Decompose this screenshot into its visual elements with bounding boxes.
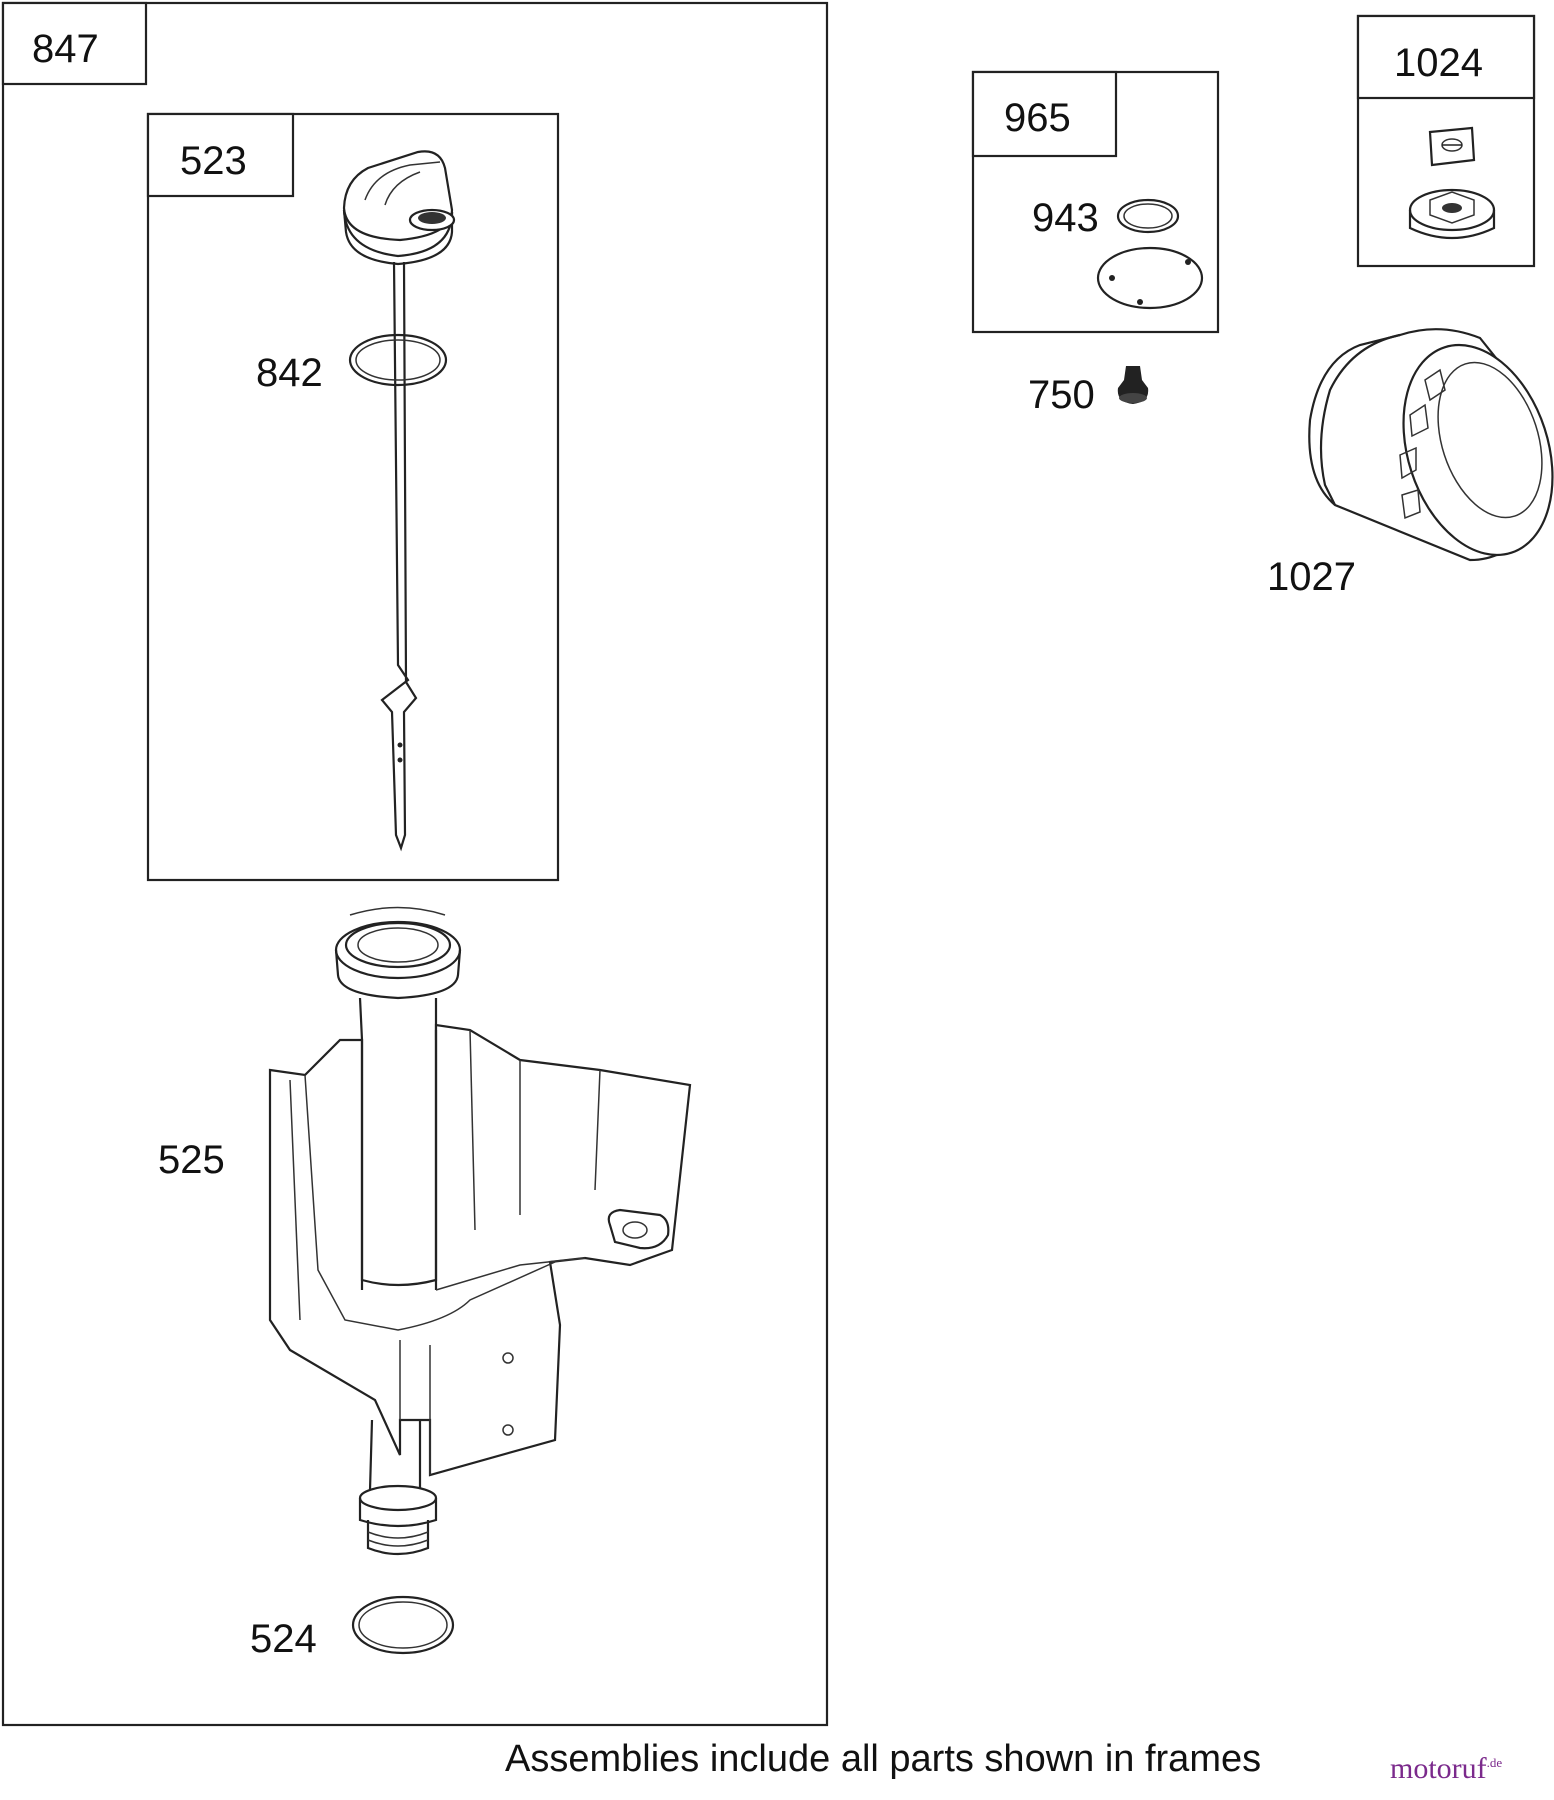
dipstick-rod-illustration <box>380 261 418 852</box>
watermark-logo: motoruf.de <box>1390 1752 1502 1786</box>
part-943-label: 943 <box>1032 196 1099 240</box>
dipstick-tube-illustration <box>268 906 692 1556</box>
o-ring-524-illustration <box>351 1595 455 1655</box>
footer-note: Assemblies include all parts shown in fr… <box>505 1738 1262 1780</box>
drain-plug-1024-illustration <box>1408 126 1496 240</box>
screw-750-illustration <box>1117 366 1149 404</box>
part-842-label: 842 <box>256 351 323 395</box>
part-524-label: 524 <box>250 1617 317 1661</box>
oil-filter-1027-illustration <box>1308 328 1554 562</box>
frame-523-label: 523 <box>180 139 247 183</box>
frame-965: 965 <box>971 70 1220 334</box>
part-1027-label: 1027 <box>1267 555 1356 599</box>
frame-1024-label: 1024 <box>1394 41 1483 85</box>
frame-1024: 1024 <box>1356 14 1536 268</box>
watermark-tld: .de <box>1486 1755 1503 1770</box>
frame-847-label: 847 <box>32 27 99 71</box>
frame-847: 847 <box>1 1 829 1727</box>
gasket-plate-illustration <box>1096 246 1204 310</box>
seal-943-illustration <box>1116 198 1180 234</box>
dipstick-cap-illustration <box>342 150 456 266</box>
part-525-label: 525 <box>158 1138 225 1182</box>
part-750-label: 750 <box>1028 373 1095 417</box>
watermark-brand: motoruf <box>1390 1752 1487 1785</box>
o-ring-842-illustration <box>348 333 448 387</box>
frame-523: 523 <box>146 112 560 882</box>
frame-965-label: 965 <box>1004 96 1071 140</box>
